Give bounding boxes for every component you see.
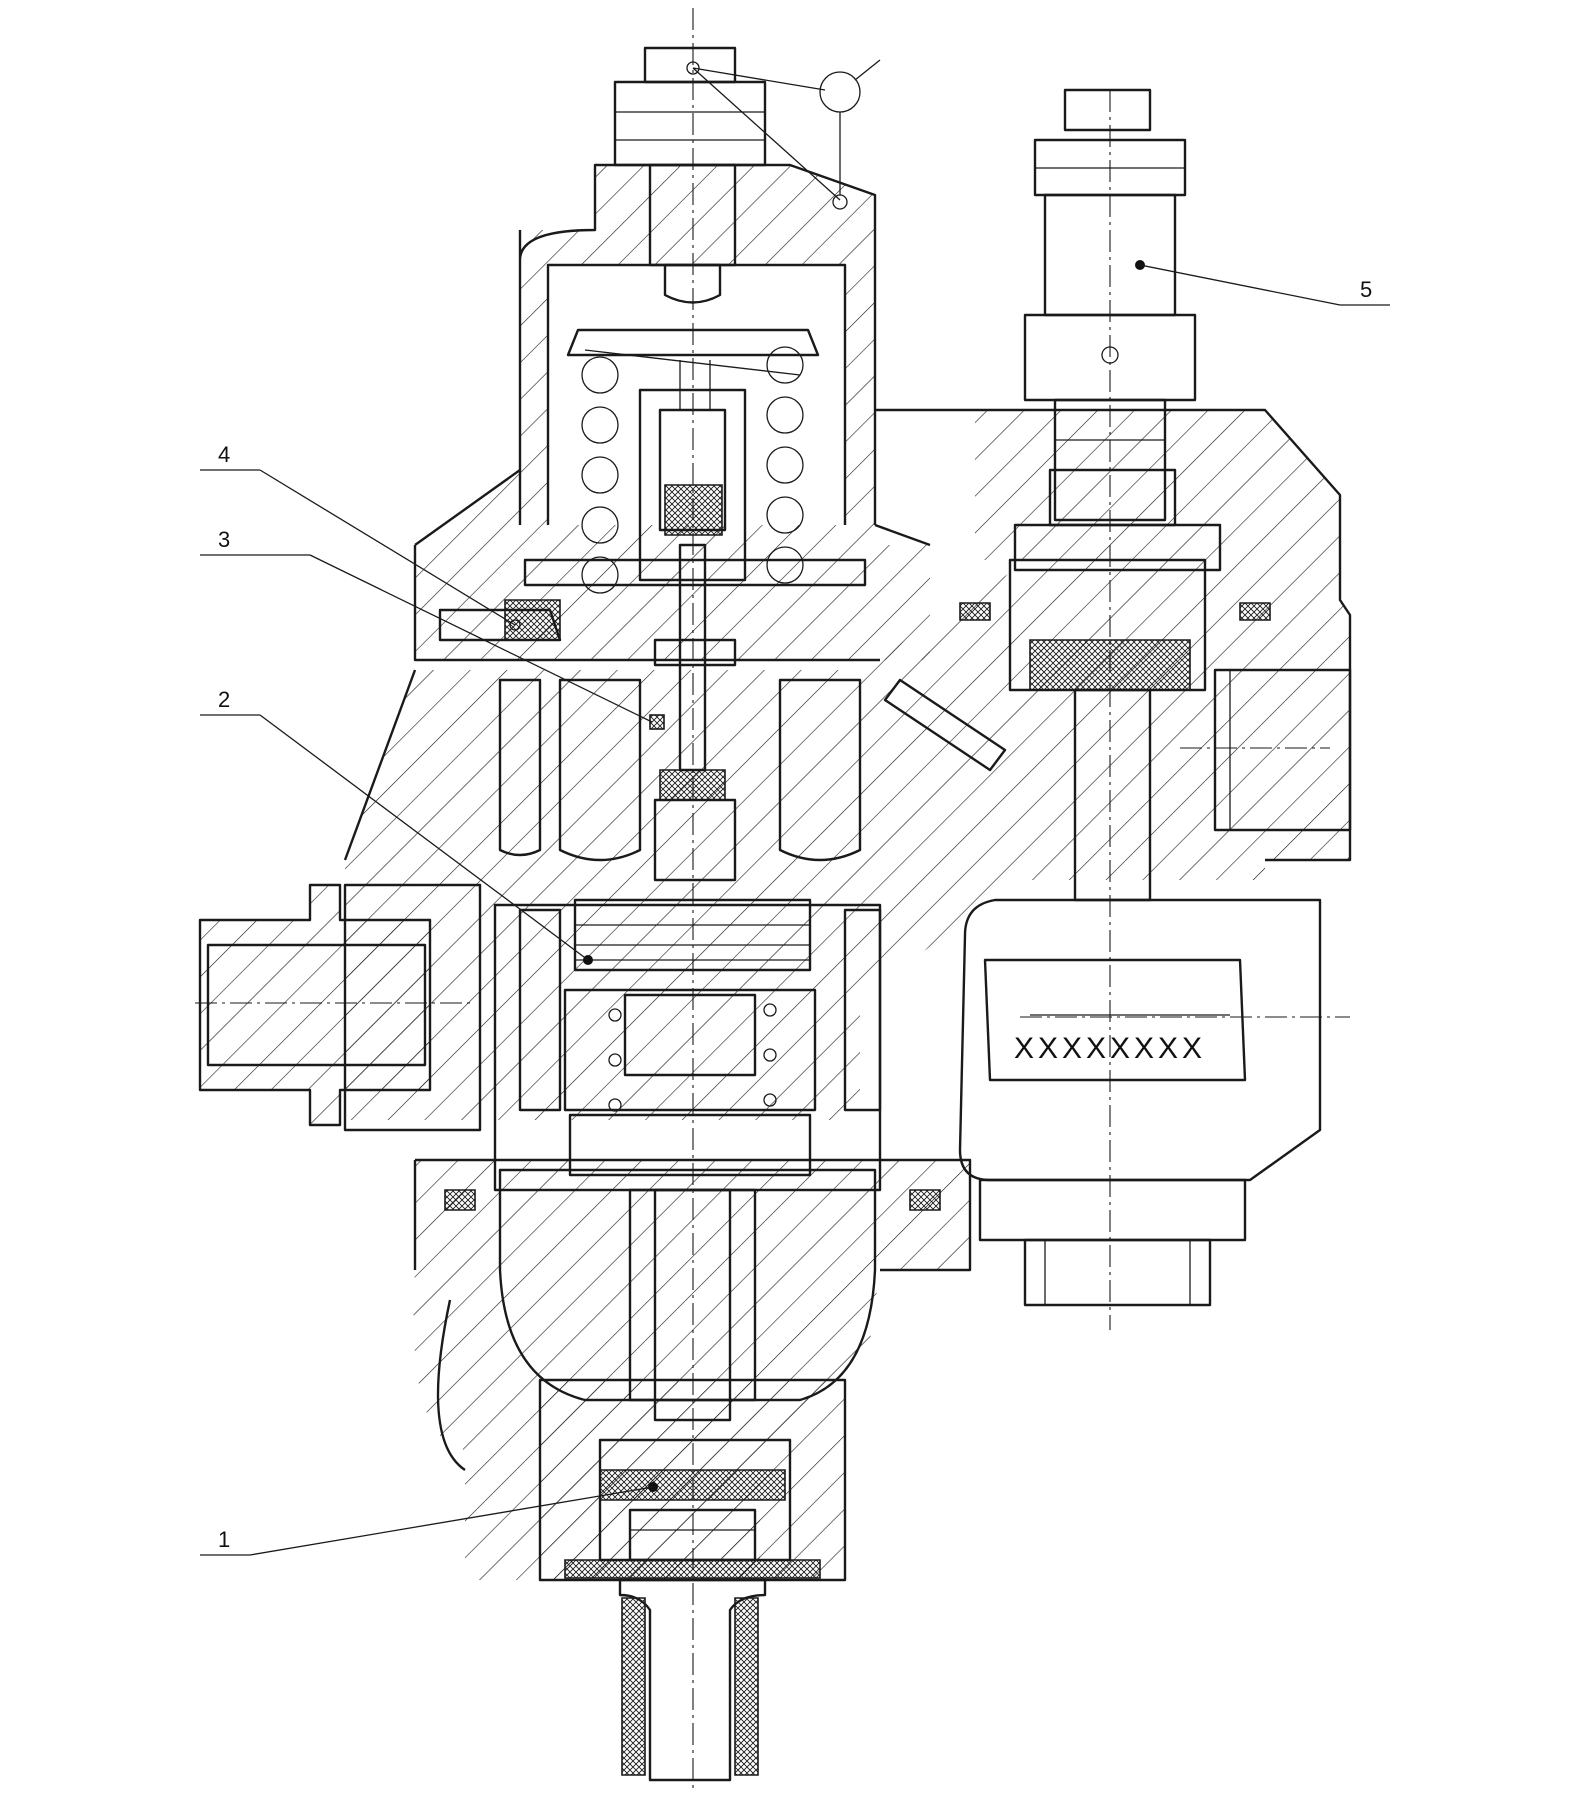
callout-labels: 4 3 2 1 5 <box>218 277 1372 1552</box>
callout-3: 3 <box>218 527 230 552</box>
callout-1: 1 <box>218 1527 230 1552</box>
callout-leaders <box>200 264 1390 1556</box>
bottom-outlet <box>538 1378 847 1782</box>
right-lower-block: XXXXXXXX <box>958 898 1322 1307</box>
seal-4 <box>504 599 561 641</box>
callout-2: 2 <box>218 687 230 712</box>
inlet-fitting <box>198 883 482 1132</box>
seal-1 <box>599 1469 786 1501</box>
nameplate-marking: XXXXXXXX <box>1014 1032 1206 1065</box>
spring-bonnet <box>518 46 881 594</box>
left-chambers <box>343 560 1030 1120</box>
callout-4: 4 <box>218 442 230 467</box>
callout-5: 5 <box>1360 277 1372 302</box>
right-top-fitting <box>1023 88 1197 522</box>
